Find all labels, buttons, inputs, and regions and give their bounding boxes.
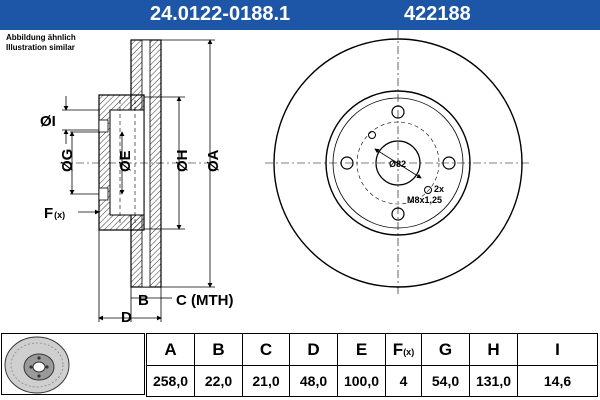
label-d: D: [121, 309, 132, 326]
value-b: 22,0: [194, 365, 243, 397]
header-f: F(x): [385, 333, 422, 366]
header-g: G: [421, 333, 470, 366]
value-g: 54,0: [421, 365, 470, 397]
label-diameter-h: ØH: [174, 150, 191, 173]
value-e: 100,0: [337, 365, 386, 397]
label-diameter-e: ØE: [117, 150, 134, 172]
title-bar: 24.0122-0188.1 422188: [0, 0, 600, 30]
header-f-suffix: (x): [403, 346, 415, 357]
part-number: 24.0122-0188.1: [150, 3, 291, 25]
note-line-english: Illustration similar: [6, 43, 75, 52]
header-h: H: [469, 333, 518, 366]
value-c: 21,0: [242, 365, 290, 397]
header-d: D: [289, 333, 338, 366]
label-diameter-a: ØA: [205, 149, 222, 172]
value-f: 4: [385, 365, 422, 397]
label-bolt-count: 2x: [434, 184, 444, 194]
disc-thumbnail-image: [4, 336, 70, 394]
illustration-note: Abbildung ähnlich Illustration similar: [6, 33, 76, 53]
dimension-lines: [62, 39, 215, 322]
value-h: 131,0: [469, 365, 518, 397]
value-a: 258,0: [146, 365, 195, 397]
header-a: A: [146, 333, 195, 366]
value-d: 48,0: [289, 365, 338, 397]
label-f-suffix: (x): [54, 210, 65, 220]
header-f-letter: F: [392, 339, 404, 359]
label-diameter-g: ØG: [59, 149, 76, 172]
header-i: I: [517, 333, 598, 366]
table-header-row: A B C D E F(x) G H I: [146, 333, 598, 366]
disc-front-view: [265, 30, 531, 296]
technical-drawing: ØI ØG ØE ØH ØA F(x) B C (MTH) D Ø82 2x M…: [40, 30, 531, 326]
value-i: 14,6: [517, 365, 598, 397]
header-b: B: [194, 333, 243, 366]
disc-section-view: [60, 39, 210, 288]
header-e: E: [337, 333, 386, 366]
label-diameter-i: ØI: [40, 113, 56, 130]
label-bolt-thread: M8x1,25: [407, 195, 442, 205]
reference-number: 422188: [404, 3, 471, 25]
disc-thumbnail: [1, 333, 145, 395]
note-line-german: Abbildung ähnlich: [6, 33, 76, 42]
header-c: C: [242, 333, 290, 366]
label-b: B: [138, 292, 149, 309]
label-pcd: Ø82: [389, 159, 406, 169]
table-values-row: 258,0 22,0 21,0 48,0 100,0 4 54,0 131,0 …: [146, 365, 598, 397]
label-c: C (MTH): [176, 292, 233, 309]
label-f: F(x): [44, 205, 65, 222]
specification-table: A B C D E F(x) G H I 258,0 22,0 21,0 48,…: [146, 333, 598, 397]
label-f-letter: F: [44, 205, 53, 222]
